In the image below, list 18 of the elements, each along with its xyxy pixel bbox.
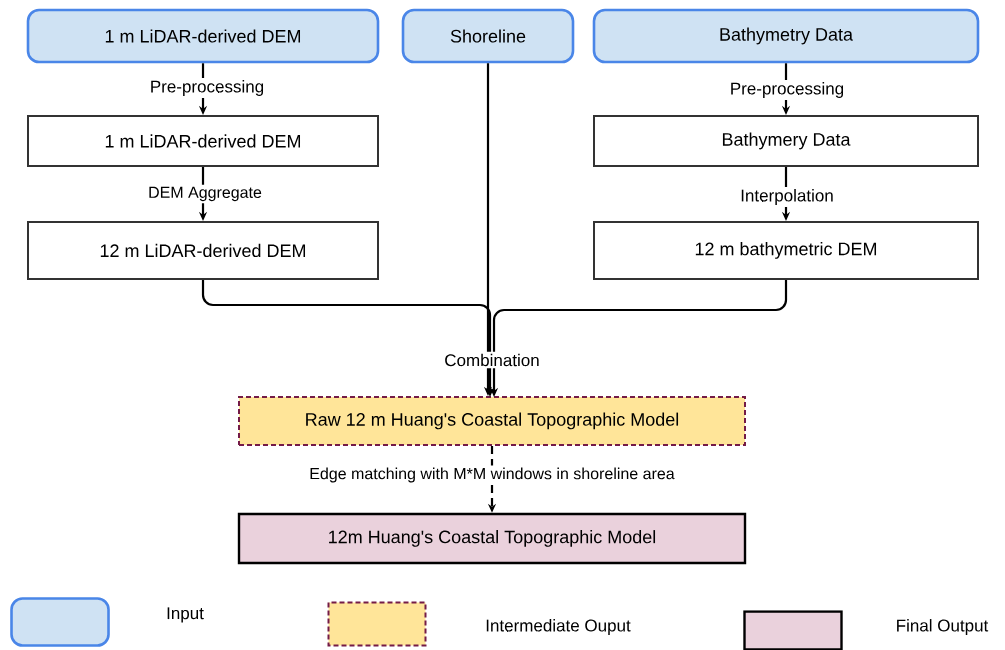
process-box: 12 m LiDAR-derived DEM (27, 221, 379, 280)
legend-label: Intermediate Ouput (486, 619, 631, 635)
edge-label: Combination (442, 351, 542, 369)
process-box: Bathymery Data (593, 115, 979, 167)
edge-label: DEM Aggregate (146, 184, 264, 204)
edge-label: Edge matching with M*M windows in shoreline area (307, 465, 677, 485)
edge-label: Pre-processing (727, 80, 847, 100)
edge-label: Pre-processing (147, 78, 267, 98)
input-box: Shoreline (401, 8, 575, 64)
input-box: Bathymetry Data (592, 8, 980, 64)
input-box: 1 m LiDAR-derived DEM (26, 8, 380, 64)
edge-label: Interpolation (738, 187, 836, 207)
final-output-box: 12m Huang's Coastal Topographic Model (237, 512, 747, 565)
process-box: 1 m LiDAR-derived DEM (27, 115, 379, 167)
intermediate-output-box: Raw 12 m Huang's Coastal Topographic Model (238, 396, 746, 446)
legend-label: Input (167, 607, 204, 623)
process-box: 12 m bathymetric DEM (593, 221, 979, 280)
legend-label: Final Output (897, 619, 989, 635)
